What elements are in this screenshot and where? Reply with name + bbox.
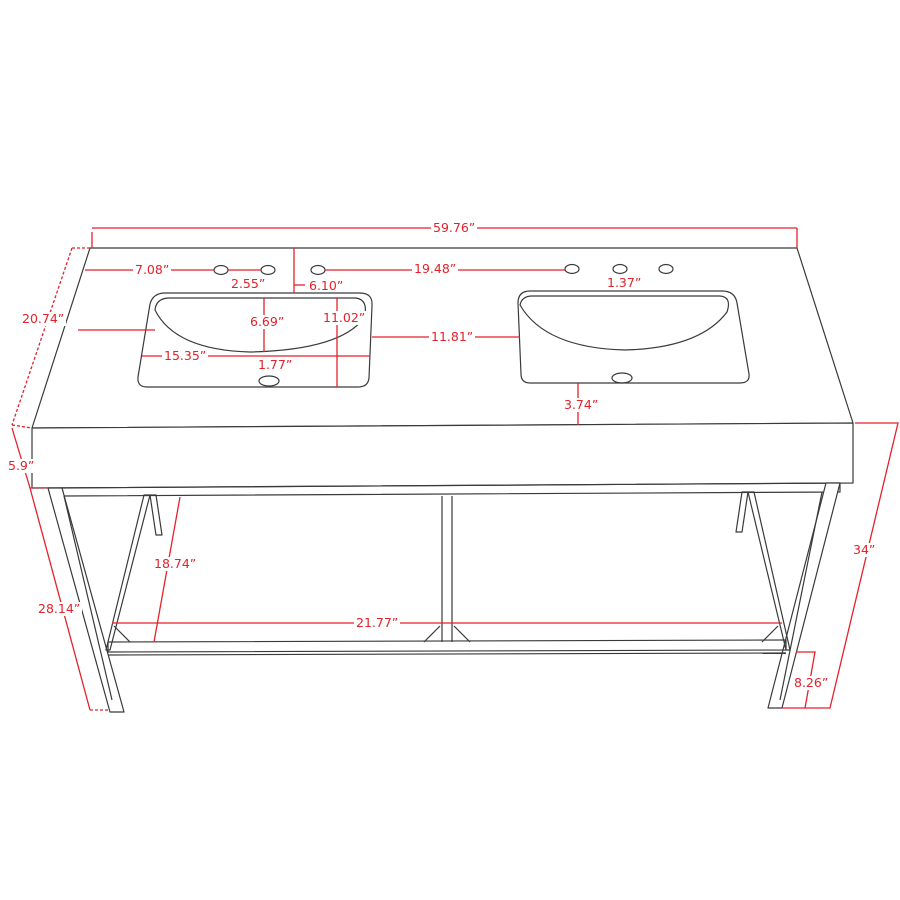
sink-bowl-depth-label: 6.69”: [248, 314, 287, 329]
right-sink-bowl: [519, 295, 730, 351]
top-to-sink-label: 6.10”: [309, 278, 344, 293]
faucet-setback-label: 1.37”: [607, 275, 642, 290]
countertop-front-face: [31, 422, 854, 489]
left-sink-bowl: [154, 297, 366, 353]
sink-depth-label: 11.02”: [321, 310, 368, 325]
right-sink-outline: [517, 290, 750, 384]
leg-height-label: 28.14”: [36, 601, 83, 616]
faucet-hole-spacing-label: 2.55”: [231, 276, 266, 291]
drain-offset-label: 1.77”: [258, 357, 293, 372]
left-sink-outline: [137, 292, 373, 388]
shelf-opening-height-label: 18.74”: [152, 556, 199, 571]
overall-width-label: 59.76”: [431, 220, 478, 235]
shelf-height-label: 8.26”: [792, 675, 831, 690]
sink-spacing-label: 11.81”: [429, 329, 476, 344]
left-drain-icon: [258, 375, 280, 387]
left-front-leg: [47, 487, 125, 713]
sink-width-label: 15.35”: [162, 348, 209, 363]
overall-height-label: 34”: [851, 542, 878, 557]
right-drain-icon: [611, 372, 633, 384]
shelf-width-label: 21.77”: [354, 615, 401, 630]
overall-depth-label: 20.74”: [20, 311, 67, 326]
left-faucet-offset-label: 7.08”: [133, 262, 172, 277]
countertop-thickness-label: 5.9”: [6, 458, 37, 473]
faucet-between-sinks-label: 19.48”: [412, 261, 459, 276]
sink-to-front-label: 3.74”: [562, 397, 601, 412]
lower-shelf: [107, 639, 787, 653]
